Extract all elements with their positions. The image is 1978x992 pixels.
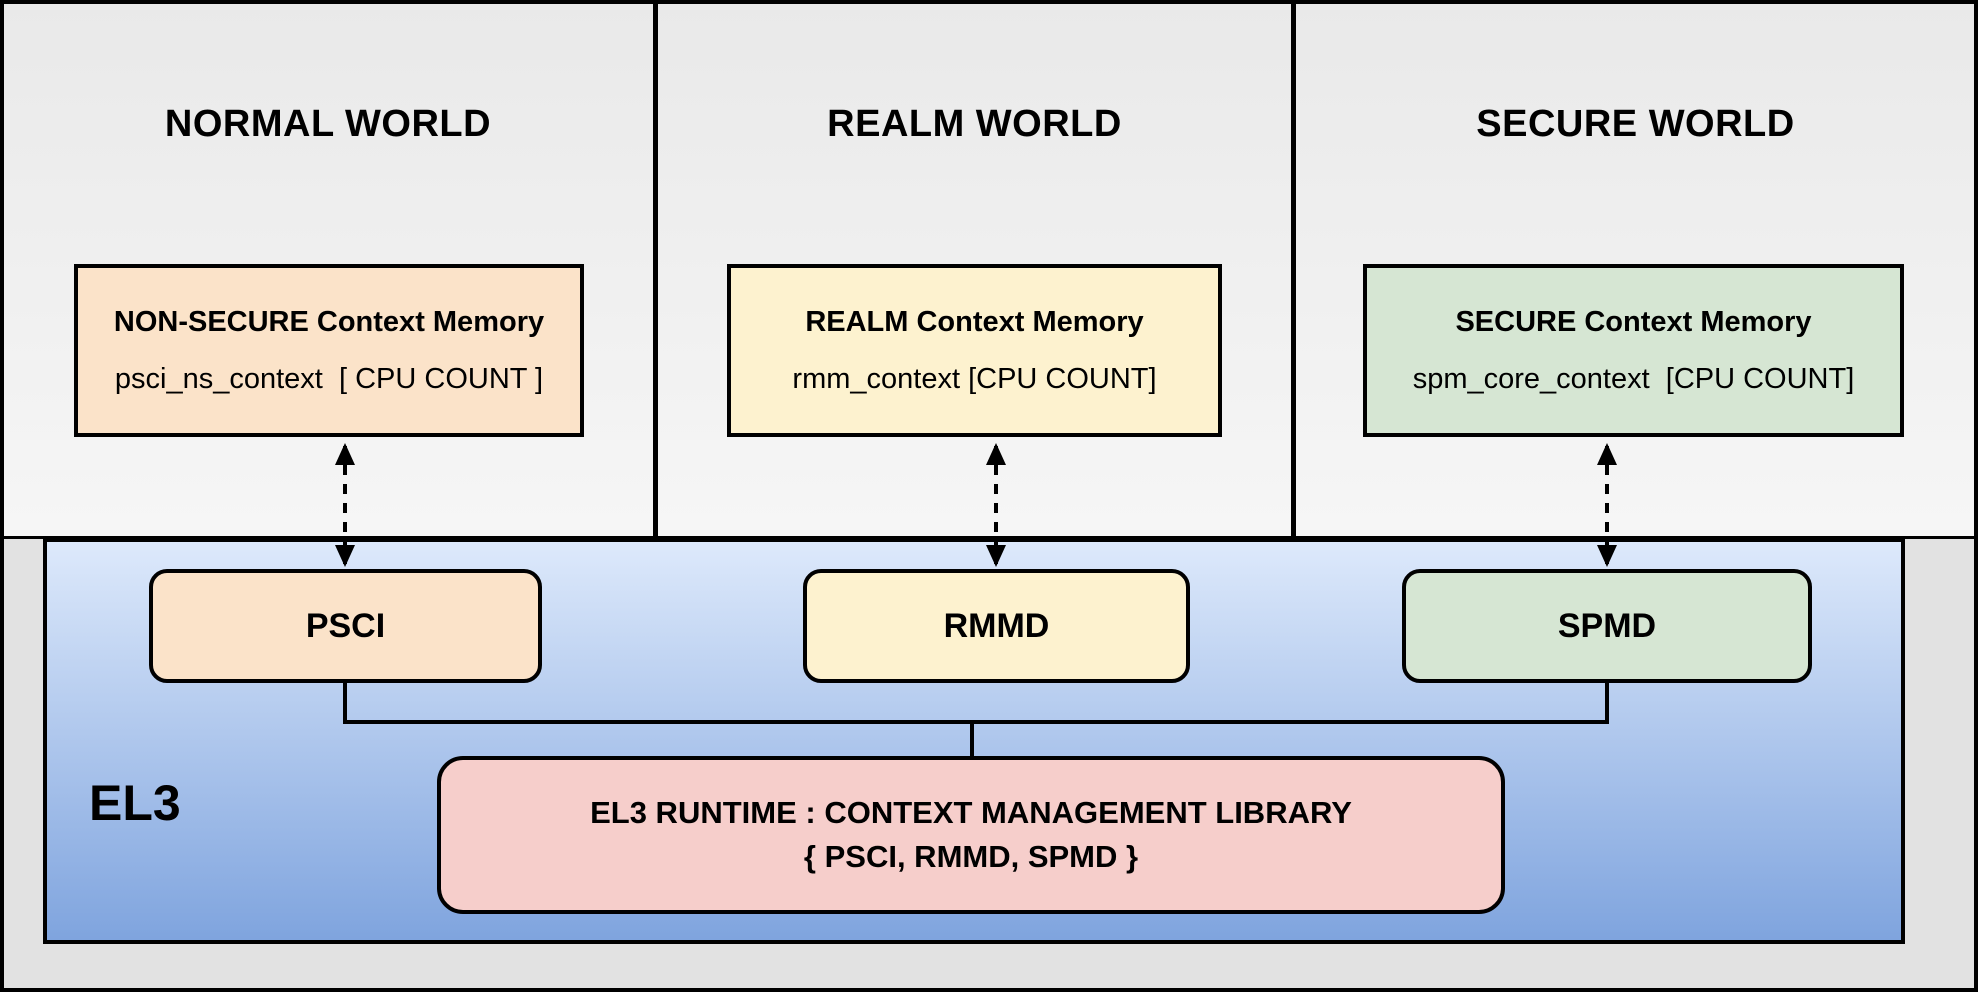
el3-runtime-line1: EL3 RUNTIME : CONTEXT MANAGEMENT LIBRARY — [590, 795, 1352, 830]
secure-world-title: SECURE WORLD — [1476, 103, 1795, 145]
realm-context-memory-box: REALM Context Memory rmm_context [CPU CO… — [727, 264, 1222, 437]
realm-context-memory-title: REALM Context Memory — [805, 305, 1144, 338]
non-secure-context-memory-box: NON-SECURE Context Memory psci_ns_contex… — [74, 264, 584, 437]
rmmd-box: RMMD — [803, 569, 1190, 683]
secure-context-memory-detail: spm_core_context [CPU COUNT] — [1412, 362, 1855, 395]
realm-world-title: REALM WORLD — [827, 103, 1122, 145]
rmmd-label: RMMD — [943, 606, 1050, 645]
el3-runtime-line2: { PSCI, RMMD, SPMD } — [803, 839, 1139, 874]
non-secure-context-memory-title: NON-SECURE Context Memory — [113, 305, 545, 338]
el3-box: EL3 PSCI RMMD SPMD EL3 RUNTIME : CONTEXT… — [43, 538, 1905, 944]
secure-context-memory-title: SECURE Context Memory — [1455, 305, 1812, 338]
secure-context-memory-box: SECURE Context Memory spm_core_context [… — [1363, 264, 1904, 437]
realm-context-memory-detail: rmm_context [CPU COUNT] — [792, 362, 1157, 395]
non-secure-context-memory-detail: psci_ns_context [ CPU COUNT ] — [114, 362, 544, 395]
normal-world-title: NORMAL WORLD — [164, 103, 492, 145]
psci-label: PSCI — [305, 606, 386, 645]
spmd-box: SPMD — [1402, 569, 1812, 683]
spmd-label: SPMD — [1557, 606, 1657, 645]
el3-runtime-box: EL3 RUNTIME : CONTEXT MANAGEMENT LIBRARY… — [437, 756, 1505, 914]
psci-box: PSCI — [149, 569, 542, 683]
el3-label: EL3 — [89, 775, 181, 831]
